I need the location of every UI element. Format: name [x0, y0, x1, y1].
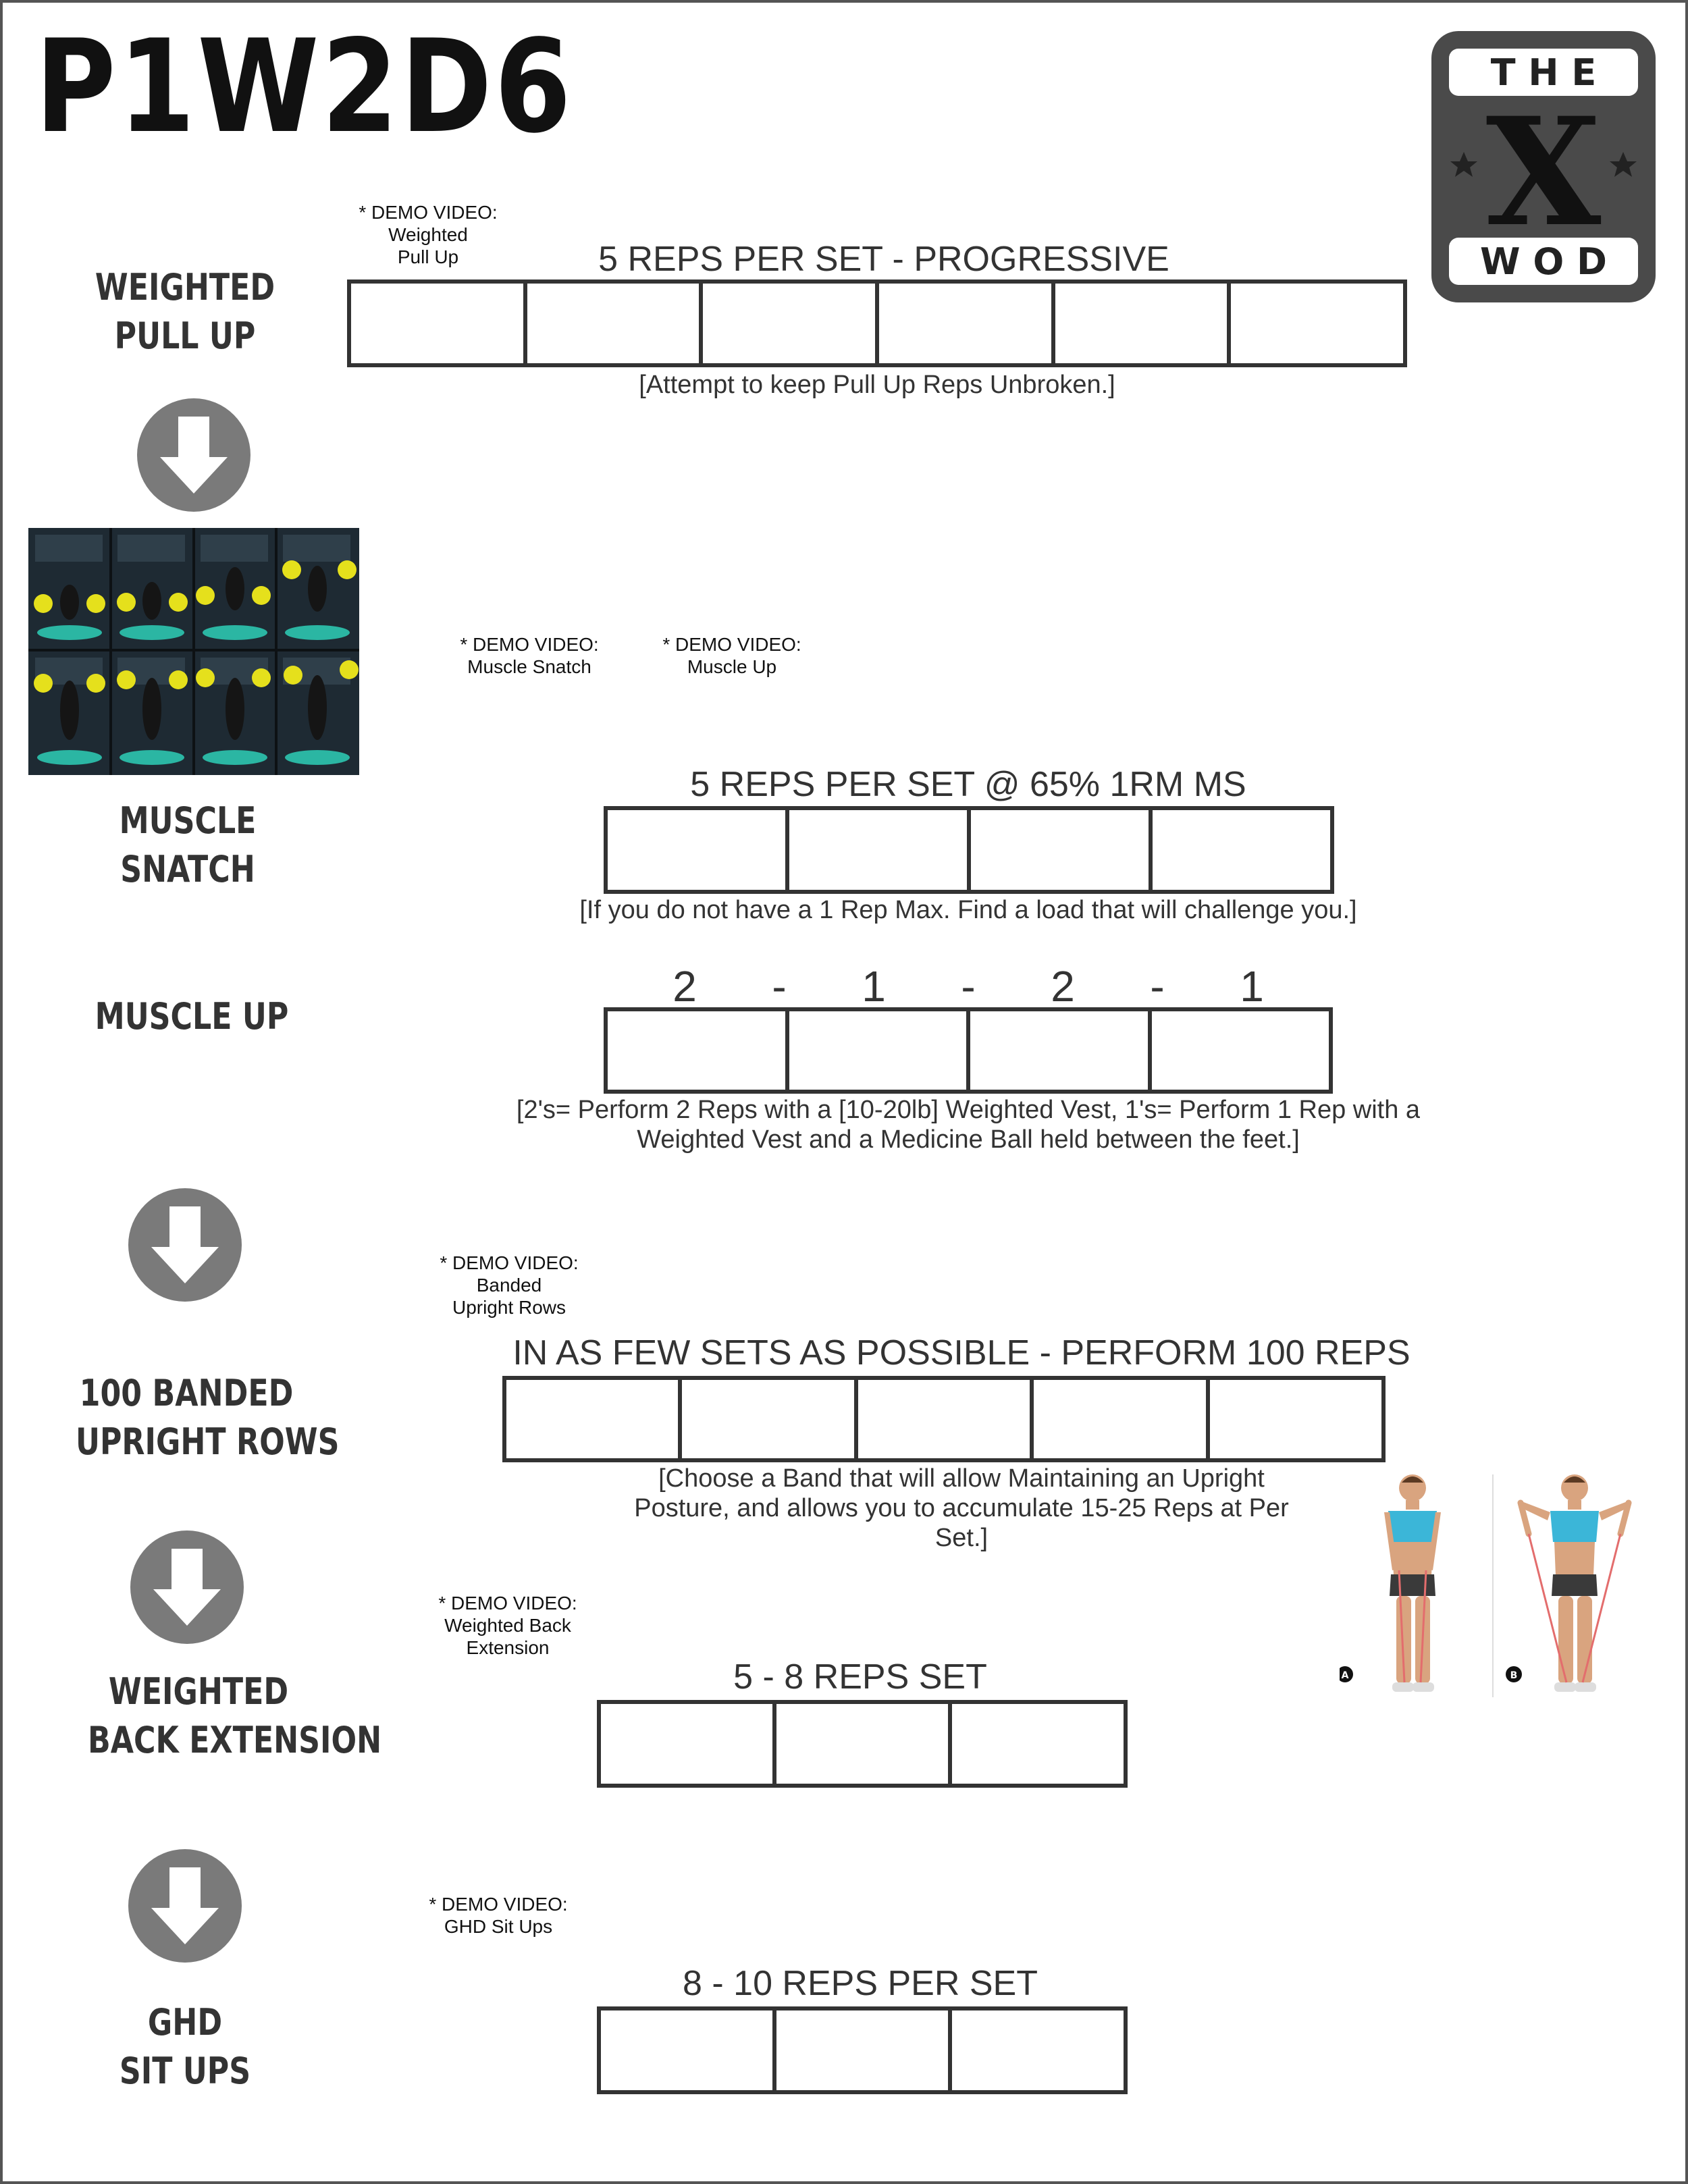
set-boxes-pull-up [347, 279, 1407, 367]
rep-sequence-muscle-up: 2 - 1 - 2 - 1 [637, 963, 1299, 1010]
set-boxes-muscle-up [604, 1007, 1333, 1094]
set-box[interactable] [506, 1380, 683, 1458]
exercise-label-muscle-up: MUSCLE UP [95, 995, 289, 1038]
set-box[interactable] [703, 284, 880, 363]
set-boxes-ghd-sit-ups [597, 2006, 1128, 2094]
demo-video-link-muscle-up[interactable]: * DEMO VIDEO: Muscle Up [662, 634, 801, 677]
demo-video-link-muscle-snatch[interactable]: * DEMO VIDEO: Muscle Snatch [460, 634, 599, 677]
set-box[interactable] [1153, 810, 1330, 890]
logo-center-text: X [1486, 84, 1602, 259]
set-box[interactable] [776, 2010, 952, 2090]
set-box[interactable] [601, 1704, 776, 1784]
set-box[interactable] [952, 1704, 1124, 1784]
set-box[interactable] [351, 284, 527, 363]
set-heading-muscle-snatch: 5 REPS PER SET @ 65% 1RM MS [690, 765, 1246, 804]
rep-count: 2 [672, 962, 697, 1011]
logo-top-text: T H E [1491, 51, 1597, 94]
figure-label-a: A [1342, 1670, 1349, 1681]
set-note-pull-up: [Attempt to keep Pull Up Reps Unbroken.] [639, 371, 1115, 399]
star-icon [1450, 152, 1477, 177]
rep-separator: - [961, 962, 976, 1011]
set-boxes-muscle-snatch [604, 806, 1334, 894]
set-box[interactable] [1231, 284, 1403, 363]
muscle-snatch-photo [28, 528, 359, 775]
rep-separator: - [772, 962, 787, 1011]
set-box[interactable] [1034, 1380, 1210, 1458]
exercise-label-back-extension: WEIGHTED BACK EXTENSION [88, 1670, 382, 1761]
upright-row-figure-b: B [1506, 1474, 1632, 1692]
set-box[interactable] [601, 2010, 776, 2090]
set-box[interactable] [1152, 1011, 1329, 1090]
set-boxes-upright-rows [502, 1376, 1386, 1462]
set-box[interactable] [682, 1380, 858, 1458]
arrow-down-icon [128, 1849, 242, 1963]
set-box[interactable] [879, 284, 1055, 363]
exercise-label-muscle-snatch: MUSCLE SNATCH [119, 799, 257, 890]
set-heading-pull-up: 5 REPS PER SET - PROGRESSIVE [598, 240, 1169, 279]
set-box[interactable] [1055, 284, 1232, 363]
set-box[interactable] [970, 1011, 1152, 1090]
set-box[interactable] [1210, 1380, 1381, 1458]
arrow-down-icon [130, 1530, 244, 1644]
rep-count: 2 [1051, 962, 1075, 1011]
logo-bottom-text: W O D [1480, 240, 1607, 283]
rep-separator: - [1150, 962, 1165, 1011]
demo-video-link-pull-up[interactable]: * DEMO VIDEO: Weighted Pull Up [359, 202, 498, 267]
set-box[interactable] [952, 2010, 1124, 2090]
rep-count: 1 [1240, 962, 1264, 1011]
set-box[interactable] [608, 810, 789, 890]
set-box[interactable] [789, 810, 971, 890]
set-heading-upright-rows: IN AS FEW SETS AS POSSIBLE - PERFORM 100… [512, 1333, 1410, 1373]
set-note-upright-rows: [Choose a Band that will allow Maintaini… [634, 1464, 1289, 1552]
exercise-label-pull-up: WEIGHTED PULL UP [95, 266, 275, 357]
arrow-down-icon [137, 398, 250, 512]
figure-divider [1492, 1474, 1494, 1697]
set-box[interactable] [789, 1011, 970, 1090]
arrow-down-icon [128, 1188, 242, 1302]
exercise-label-ghd-sit-ups: GHD SIT UPS [119, 2001, 251, 2092]
page-title: P1W2D6 [35, 12, 574, 161]
upright-row-figure-a: A [1340, 1474, 1441, 1692]
set-box[interactable] [776, 1704, 952, 1784]
demo-video-link-ghd-sit-ups[interactable]: * DEMO VIDEO: GHD Sit Ups [429, 1894, 568, 1937]
set-note-muscle-snatch: [If you do not have a 1 Rep Max. Find a … [579, 896, 1357, 924]
exercise-label-upright-rows: 100 BANDED UPRIGHT ROWS [76, 1372, 340, 1463]
demo-video-link-upright-rows[interactable]: * DEMO VIDEO: Banded Upright Rows [440, 1252, 579, 1318]
set-heading-back-extension: 5 - 8 REPS SET [733, 1657, 987, 1697]
set-note-muscle-up: [2's= Perform 2 Reps with a [10-20lb] We… [516, 1096, 1421, 1154]
figure-label-b: B [1510, 1670, 1518, 1681]
set-box[interactable] [608, 1011, 789, 1090]
star-icon [1610, 152, 1637, 177]
set-boxes-back-extension [597, 1700, 1128, 1788]
set-box[interactable] [858, 1380, 1034, 1458]
demo-video-link-back-extension[interactable]: * DEMO VIDEO: Weighted Back Extension [438, 1593, 577, 1658]
set-box[interactable] [527, 284, 704, 363]
the-x-wod-logo: T H E W O D X [1431, 31, 1656, 302]
rep-count: 1 [862, 962, 886, 1011]
set-heading-ghd-sit-ups: 8 - 10 REPS PER SET [683, 1964, 1038, 2003]
set-box[interactable] [971, 810, 1153, 890]
